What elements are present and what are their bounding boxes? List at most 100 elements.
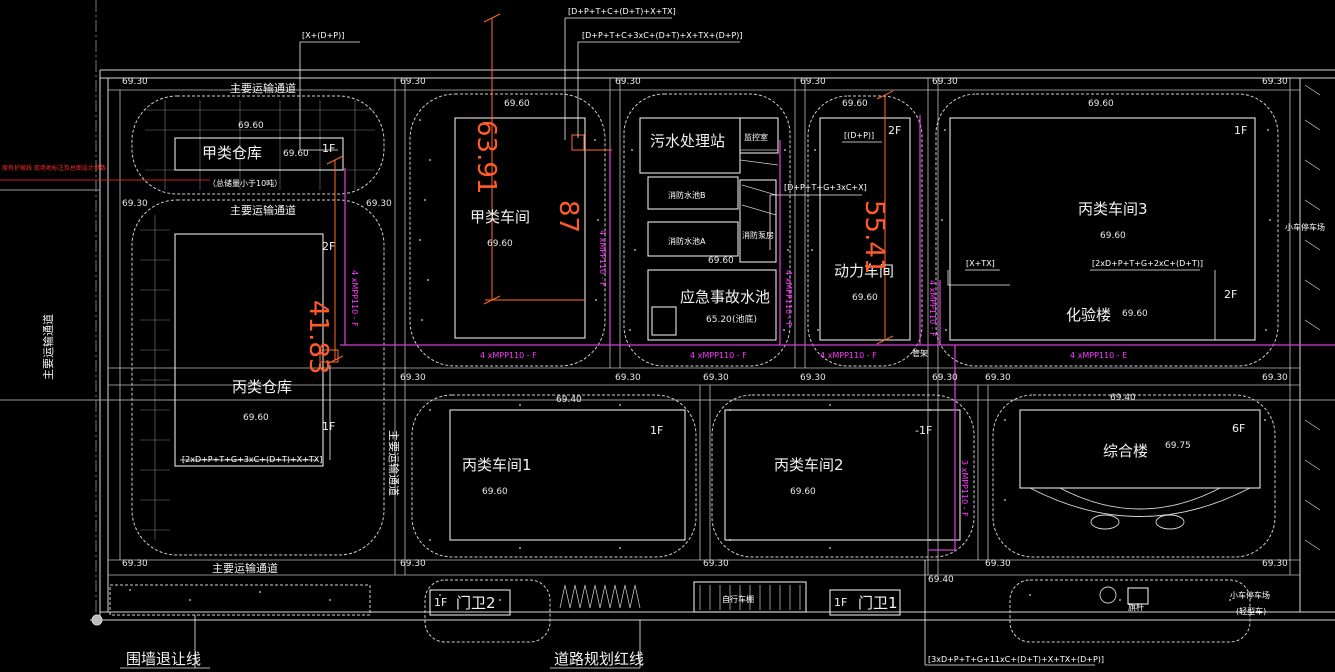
building-accident-inner	[651, 306, 677, 336]
jia-workshop-elev: 69.60	[487, 239, 513, 249]
bike-name: 自行车棚	[722, 594, 754, 604]
road-label-2: 主要运输通道	[230, 203, 296, 217]
elev-12: 69.30	[800, 373, 826, 383]
fire-pump-name: 消防泵房	[742, 230, 774, 240]
power-floor: 2F	[888, 124, 901, 137]
elev-10: 69.30	[615, 373, 641, 383]
elev-3: 69.30	[615, 77, 641, 87]
elev-5: 69.30	[932, 77, 958, 87]
pipe-label-top2: [D+P+T+C+3xC+(D+T)+X+TX+(D+P)]	[582, 31, 743, 40]
accident-pool-elev: 65.20	[706, 315, 732, 325]
elev-4: 69.30	[800, 77, 826, 87]
building-jia-warehouse	[174, 137, 344, 171]
building-fire-pump	[739, 179, 777, 263]
elevation-markers: 69.30 69.30 69.30 69.30 69.30 69.30 69.3…	[122, 77, 1288, 585]
lab-floor: 2F	[1224, 288, 1237, 301]
pipe-label-bottom: [3xD+P+T+G+11xC+(D+T)+X+TX+(D+P)]	[928, 655, 1104, 664]
elev-1: 69.30	[122, 77, 148, 87]
elev-27: 69.60	[842, 99, 868, 109]
pipe-label-warehouse: [2xD+P+T+G+3xC+(D+T)+X+TX]	[182, 455, 322, 464]
wall-hatch	[559, 84, 1321, 610]
jia-warehouse-floor: 1F	[322, 142, 335, 155]
bing3-name: 丙类车间3	[1078, 200, 1148, 218]
elev-19: 69.30	[985, 559, 1011, 569]
complex-elev: 69.75	[1165, 441, 1191, 451]
pipe-label-top: [D+P+T+C+(D+T)+X+TX]	[568, 7, 676, 16]
lab-elev: 69.60	[1122, 309, 1148, 319]
elev-18: 69.30	[703, 559, 729, 569]
pipe-lines	[340, 115, 1335, 551]
parking-name: 小车停车场	[1285, 222, 1325, 232]
building-jia-workshop	[454, 117, 586, 339]
sewage-name: 污水处理站	[650, 132, 725, 150]
bus-parking-note: (轻型车)	[1236, 606, 1266, 616]
road-red-line-label: 道路规划红线	[554, 650, 644, 668]
leader-lines	[120, 17, 1216, 669]
bing2-elev: 69.60	[790, 487, 816, 497]
gate2-name: 门卫2	[456, 594, 496, 612]
building-power	[819, 117, 911, 341]
sewage-control: 监控室	[744, 132, 768, 142]
bing1-floor: 1F	[650, 424, 663, 437]
fire-pool-a-name: 消防水池A	[668, 236, 706, 246]
elev-6: 69.30	[1262, 77, 1288, 87]
elev-14: 69.30	[985, 373, 1011, 383]
power-name: 动力车间	[834, 262, 894, 280]
bing-warehouse-name: 丙类仓库	[232, 378, 292, 396]
flagpole-base	[1127, 587, 1149, 605]
bing-warehouse-elev: 69.60	[243, 413, 269, 423]
dimension-lines	[319, 13, 894, 365]
elev-15: 69.30	[1262, 373, 1288, 383]
pipe-label-left: [X+(D+P)]	[302, 31, 344, 40]
elev-11: 69.30	[703, 373, 729, 383]
pipe-code-v1: 4 xMPP110 - F	[350, 270, 359, 327]
jia-warehouse-note: （总储量小于10吨）	[208, 178, 282, 188]
building-control-room	[739, 117, 779, 154]
building-accident-pool	[647, 269, 777, 341]
bing-warehouse-floor: 1F	[322, 420, 335, 433]
road-label-4: 主要运输通道	[41, 314, 55, 380]
jia-warehouse-name: 甲类仓库	[202, 144, 262, 162]
bing3-elev: 69.60	[1100, 231, 1126, 241]
accident-pool-name: 应急事故水池	[680, 288, 770, 306]
pipe-code-v2: 4 xMPP110 - F	[598, 230, 607, 287]
jia-workshop-name: 甲类车间	[470, 208, 530, 226]
elev-23: 69.40	[928, 575, 954, 585]
pipe-rack-label: 管架	[912, 348, 928, 358]
jia-workshop-dim2: 87	[553, 200, 583, 233]
building-fire-pool-b	[647, 176, 739, 210]
jia-warehouse-elev: 69.60	[283, 149, 309, 159]
building-complex	[1019, 409, 1261, 489]
pipe-code-1: 4 xMPP110 - F	[480, 351, 537, 360]
gate1-name: 门卫1	[858, 594, 898, 612]
elev-17: 69.30	[400, 559, 426, 569]
gate1-floor: 1F	[834, 596, 847, 609]
complex-name: 综合楼	[1103, 442, 1148, 460]
bing2-name: 丙类车间2	[774, 456, 844, 474]
complex-floor: 6F	[1232, 422, 1245, 435]
bing-warehouse-dim: 41.83	[303, 300, 333, 374]
elev-9: 69.30	[400, 373, 426, 383]
elev-8: 69.30	[366, 199, 392, 209]
road-label-5: 主要运输通道	[387, 430, 401, 496]
red-note-1: 原有护坡线 现场地标注及总图设计参数	[2, 164, 106, 172]
elev-7: 69.30	[122, 199, 148, 209]
pipe-label-lab: [2xD+P+T+G+2xC+(D+T)]	[1092, 259, 1203, 268]
bing1-name: 丙类车间1	[462, 456, 532, 474]
pipe-label-power: [(D+P)]	[844, 131, 874, 140]
road-label-1: 主要运输通道	[230, 81, 296, 95]
elev-13: 69.30	[932, 373, 958, 383]
pipe-label-xtx: [X+TX]	[966, 259, 995, 268]
building-bing1	[449, 409, 686, 541]
red-annotation: 原有护坡线 现场地标注及总图设计参数	[0, 164, 210, 181]
building-bing-warehouse	[174, 233, 324, 467]
gate2-floor: 1F	[434, 596, 447, 609]
pipe-code-v4: 4 xMPP110 - F	[928, 280, 937, 337]
building-fire-pool-a	[647, 221, 739, 257]
bing3-floor: 1F	[1234, 124, 1247, 137]
fence-line-label: 围墙退让线	[126, 650, 201, 668]
pipe-code-2: 4 xMPP110 - F	[690, 351, 747, 360]
bus-parking-name: 小车停车场	[1230, 590, 1270, 600]
elev-22: 69.40	[1110, 393, 1136, 403]
building-bing3	[949, 117, 1256, 341]
